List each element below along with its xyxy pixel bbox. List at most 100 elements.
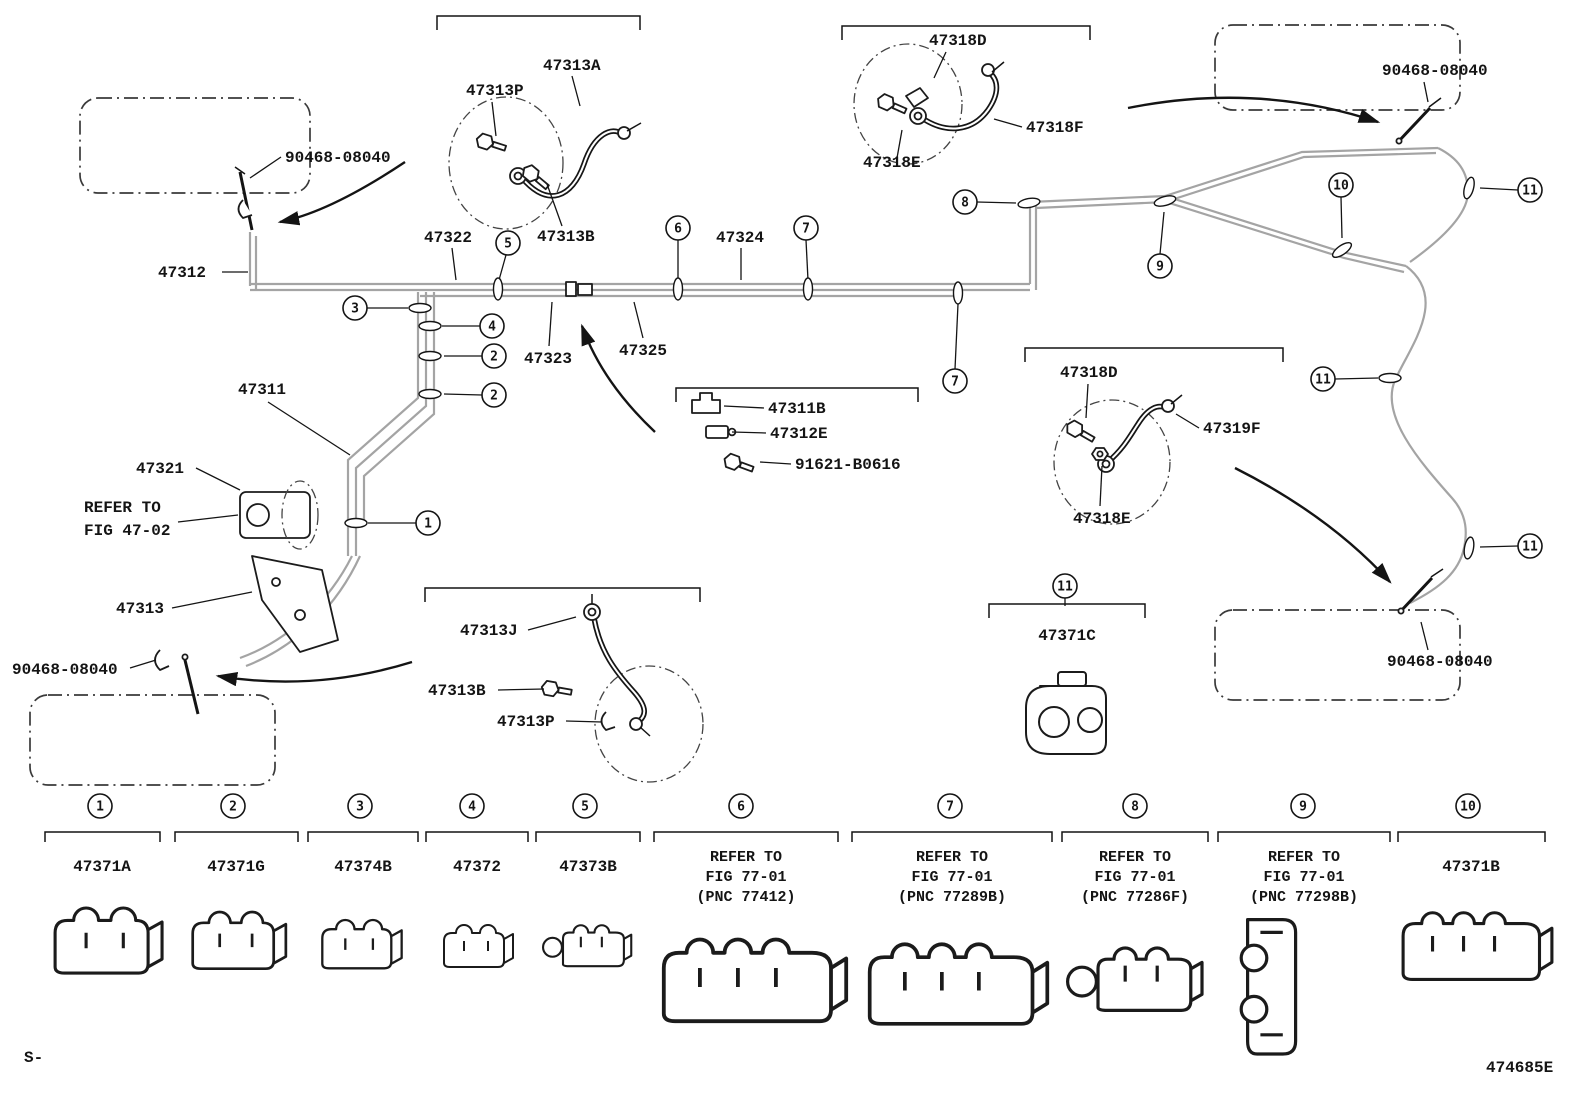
legend-item-4: 4 47372 — [425, 793, 529, 968]
label-47324: 47324 — [716, 229, 764, 247]
legend-bracket — [307, 831, 419, 842]
legend-callout-1: 1 — [87, 793, 113, 819]
fitting-stem — [1170, 394, 1183, 405]
legend-callout-7: 7 — [937, 793, 963, 819]
callout-11b: 11 — [1310, 366, 1336, 392]
callout-number: 11 — [1057, 580, 1073, 595]
clip-hook — [154, 649, 170, 671]
clamp-groove-2 — [1077, 707, 1103, 733]
leader-47323 — [548, 301, 553, 347]
leader-47311B — [723, 405, 765, 409]
legend-number: 6 — [737, 800, 745, 815]
tube-joint-47323 — [565, 281, 577, 297]
leader-47318D-mid — [1085, 383, 1089, 419]
clamp-47371C-drawing — [1025, 671, 1107, 755]
grommet-3 — [408, 302, 432, 314]
label-47311: 47311 — [238, 381, 286, 399]
bracket-47313J-group — [424, 587, 701, 602]
label-90468-top-right: 90468-08040 — [1382, 62, 1488, 80]
leader-c7b — [954, 303, 959, 370]
callout-6: 6 — [665, 215, 691, 241]
label-47313: 47313 — [116, 600, 164, 618]
leader-47318F — [993, 118, 1023, 128]
leader-90468-tr — [1423, 81, 1429, 103]
legend-bracket — [174, 831, 299, 842]
legend-label-47371A: 47371A — [73, 858, 131, 876]
bracket-plate-47318D — [905, 87, 929, 108]
leader-c7a — [805, 239, 809, 281]
connector-47311B — [691, 392, 721, 414]
pin-shaft — [1396, 106, 1432, 144]
leader-47321 — [195, 467, 241, 491]
grommet-2a — [418, 350, 442, 362]
hose-core — [593, 617, 646, 723]
legend-label-47374B: 47374B — [334, 858, 392, 876]
detail-ring — [853, 43, 963, 165]
pin-top-left — [234, 166, 254, 231]
arrow-to-tube-joint — [580, 323, 656, 433]
label-47318F: 47318F — [1026, 119, 1084, 137]
nut-47318E-mid — [1091, 447, 1109, 461]
legend-item-2: 2 47371G — [174, 793, 299, 971]
legend-bracket — [653, 831, 839, 842]
fitting-stem — [991, 61, 1005, 73]
legend-number: 1 — [96, 800, 104, 815]
leader-47313A — [571, 75, 581, 107]
clamp-pnc77298B-drawing — [1239, 917, 1298, 1056]
leader-91621 — [759, 461, 792, 465]
label-47321: 47321 — [136, 460, 184, 478]
legend-number: 9 — [1299, 800, 1307, 815]
leader-47318D-top — [933, 51, 947, 79]
grommet-10 — [1331, 241, 1353, 259]
grommet-11a — [1463, 176, 1475, 200]
label-47323: 47323 — [524, 350, 572, 368]
leader-47313J — [527, 616, 577, 631]
callout-number: 5 — [504, 237, 512, 252]
legend-bracket — [851, 831, 1053, 842]
leader-47318E-top — [896, 129, 903, 159]
clamp-pnc77412-drawing — [661, 937, 849, 1024]
callout-10: 10 — [1328, 172, 1354, 198]
phantom-outline-bottom-right — [1214, 609, 1461, 701]
legend-refer-line2: FIG 77-01 — [1094, 869, 1175, 886]
label-47312: 47312 — [158, 264, 206, 282]
phantom-outline-bottom-left — [29, 694, 276, 786]
legend-refer-line1: REFER TO — [1268, 849, 1340, 866]
clamp-pnc77289B-drawing — [867, 942, 1050, 1026]
callout-number: 11 — [1522, 184, 1538, 199]
legend-item-8: 8 REFER TO FIG 77-01 (PNC 77286F) — [1061, 793, 1209, 1013]
hose-core — [921, 72, 998, 130]
label-47313P-top: 47313P — [466, 82, 524, 100]
legend-refer-line3: (PNC 77412) — [696, 889, 795, 906]
leader-47319F — [1175, 413, 1200, 429]
legend-refer-line2: FIG 77-01 — [705, 869, 786, 886]
pin-fork — [1428, 97, 1442, 108]
leader-c8 — [976, 201, 1017, 204]
label-47318D-mid: 47318D — [1060, 364, 1118, 382]
legend-item-10: 10 47371B — [1397, 793, 1554, 981]
callout-2b: 2 — [481, 382, 507, 408]
callout-7: 7 — [793, 215, 819, 241]
callout-3: 3 — [342, 295, 368, 321]
hose-end-fitting — [1161, 399, 1175, 413]
banjo-47313J — [583, 603, 601, 621]
legend-callout-6: 6 — [728, 793, 754, 819]
tube-joint-47325 — [577, 283, 593, 296]
pin-top-right — [1395, 97, 1442, 145]
legend-row: 1 47371A 2 47371G 3 47374B 4 47372 5 — [44, 793, 1554, 1056]
leader-c10 — [1340, 196, 1343, 239]
legend-label-47372: 47372 — [453, 858, 501, 876]
callout-number: 6 — [674, 222, 682, 237]
callout-4: 4 — [479, 313, 505, 339]
grommet-4 — [418, 320, 442, 332]
bracket-47318D-mid-group — [1024, 347, 1284, 362]
leader-c5 — [498, 254, 507, 281]
label-47313B-top: 47313B — [537, 228, 595, 246]
leader-90468-br — [1420, 621, 1429, 651]
legend-bracket — [535, 831, 641, 842]
leader-47325 — [633, 301, 644, 339]
legend-bracket — [425, 831, 529, 842]
arrow-to-top-left-clip — [277, 161, 406, 226]
leader-c11c — [1479, 545, 1519, 548]
fitting-stem — [639, 726, 651, 737]
